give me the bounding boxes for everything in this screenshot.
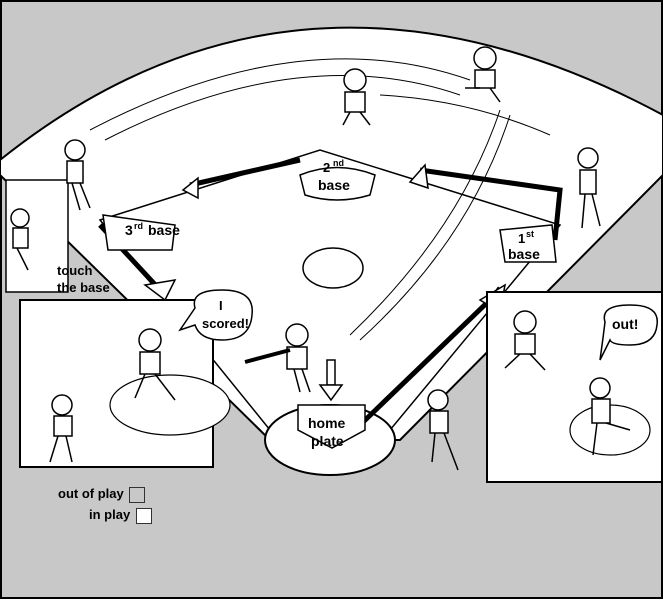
label-second-base-sup: nd bbox=[333, 158, 344, 168]
speech-bubbles bbox=[178, 289, 658, 361]
player-runner-left-top bbox=[10, 208, 30, 271]
arrowhead-third bbox=[181, 176, 199, 200]
second-base-bag bbox=[299, 166, 376, 201]
player-catcher-left bbox=[49, 394, 73, 463]
home-plate-bag bbox=[297, 404, 366, 449]
player-catcher bbox=[427, 389, 459, 471]
player-runner-scored bbox=[134, 328, 176, 401]
label-scored-line2: scored! bbox=[202, 316, 249, 331]
out-bubble bbox=[599, 304, 658, 361]
path-second-to-third bbox=[189, 157, 301, 188]
player-third-base-fielder bbox=[64, 139, 91, 211]
legend-out-of-play-swatch bbox=[129, 486, 146, 503]
label-touch-line1: touch bbox=[57, 263, 92, 278]
player-left-field bbox=[342, 68, 371, 126]
player-center-field bbox=[465, 46, 501, 103]
label-home-line2: plate bbox=[311, 433, 344, 449]
legend-out-of-play-label: out of play bbox=[58, 486, 124, 501]
legend-in-play-swatch bbox=[135, 507, 152, 524]
legend-out-of-play: out of play bbox=[58, 486, 146, 503]
home-arrow bbox=[318, 359, 344, 402]
legend-in-play: in play bbox=[89, 507, 152, 524]
label-first-base-sup: st bbox=[526, 229, 534, 239]
label-home-line1: home bbox=[308, 415, 346, 431]
bases bbox=[102, 166, 557, 449]
label-touch-line2: the base bbox=[57, 280, 110, 295]
inset-dirt-left bbox=[109, 374, 231, 436]
legend-in-play-label: in play bbox=[89, 507, 131, 522]
label-first-base-num: 1 bbox=[518, 231, 525, 246]
pitchers-mound bbox=[302, 247, 364, 289]
label-second-base-num: 2 bbox=[323, 160, 330, 175]
scored-bubble bbox=[178, 289, 253, 341]
label-second-base-word: base bbox=[318, 177, 350, 193]
label-third-base-num: 3 bbox=[125, 222, 133, 238]
player-fielder-out bbox=[589, 377, 631, 456]
player-batter bbox=[244, 323, 311, 393]
ball-flight-lines bbox=[89, 58, 551, 341]
arrowhead-home bbox=[143, 279, 177, 302]
first-base-bag bbox=[499, 224, 557, 263]
label-out: out! bbox=[612, 316, 638, 332]
cartoon-players bbox=[10, 46, 631, 471]
arrowhead-second bbox=[408, 163, 429, 190]
player-runner-out bbox=[504, 310, 546, 371]
label-third-base-sup: rd bbox=[134, 221, 143, 231]
third-base-bag bbox=[102, 214, 176, 251]
label-scored-line1: I bbox=[219, 298, 223, 313]
player-first-base-fielder bbox=[577, 147, 601, 229]
path-first-to-second bbox=[419, 167, 563, 241]
label-third-base-word: base bbox=[148, 222, 180, 238]
label-first-base-word: base bbox=[508, 246, 540, 262]
